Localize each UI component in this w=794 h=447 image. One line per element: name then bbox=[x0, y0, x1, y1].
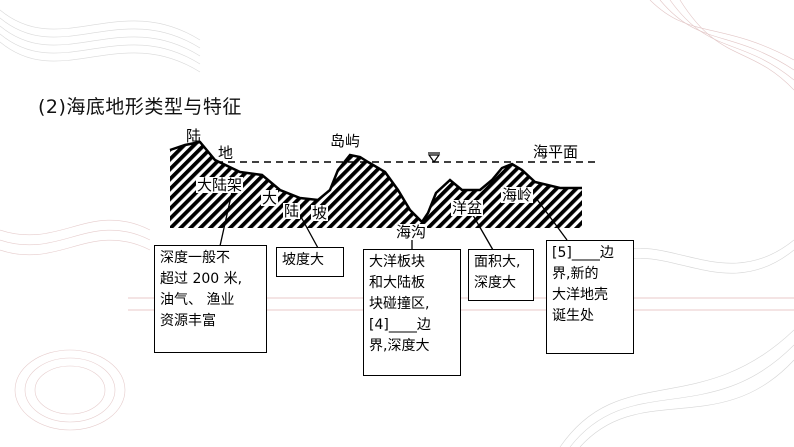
label-continental-shelf: 大陆架 bbox=[196, 176, 244, 194]
section-heading: (2)海底地形类型与特征 bbox=[38, 96, 242, 118]
box-line: 和大陆板 bbox=[369, 275, 425, 291]
box-continental-shelf: 深度一般不 超过 200 米, 油气、 渔业 资源丰富 bbox=[154, 245, 267, 353]
label-land-1: 陆 bbox=[186, 127, 202, 145]
box-line: [4]____边 bbox=[369, 317, 431, 333]
box-ocean-basin: 面积大, 深度大 bbox=[468, 249, 534, 301]
box-line: 超过 200 米, bbox=[160, 271, 243, 287]
label-island: 岛屿 bbox=[330, 132, 361, 150]
label-ocean-basin: 洋盆 bbox=[451, 199, 484, 217]
box-ocean-ridge: [5]____边 界,新的 大洋地壳 诞生处 bbox=[546, 240, 634, 354]
label-slope-1: 大 bbox=[261, 189, 279, 207]
box-line: 诞生处 bbox=[552, 308, 594, 324]
box-line: 大洋板块 bbox=[369, 254, 425, 270]
box-line: 坡度大 bbox=[282, 252, 324, 268]
label-ocean-ridge: 海岭 bbox=[501, 186, 534, 204]
label-trench: 海沟 bbox=[395, 223, 428, 241]
label-land-2: 地 bbox=[218, 144, 234, 162]
seafloor-profile-line bbox=[169, 140, 582, 224]
box-line: 界,深度大 bbox=[369, 338, 430, 354]
label-sea-level: 海平面 bbox=[533, 143, 579, 161]
box-line: 大洋地壳 bbox=[552, 287, 608, 303]
ribbon-top-left bbox=[0, 9, 201, 73]
box-line: 面积大, bbox=[474, 254, 521, 270]
sea-level-marker-icon bbox=[427, 152, 441, 164]
box-line: 界,新的 bbox=[552, 266, 599, 282]
box-line: 资源丰富 bbox=[160, 313, 216, 329]
box-line: 油气、 渔业 bbox=[160, 292, 235, 308]
box-line: [5]____边 bbox=[552, 245, 614, 261]
box-line: 深度一般不 bbox=[160, 250, 230, 266]
label-slope-3: 坡 bbox=[311, 204, 329, 222]
box-line: 块碰撞区, bbox=[369, 296, 430, 312]
box-line: 深度大 bbox=[474, 275, 516, 291]
ribbon-top-right bbox=[649, 0, 794, 91]
box-continental-slope: 坡度大 bbox=[276, 247, 344, 277]
label-slope-2: 陆 bbox=[283, 202, 301, 220]
box-ocean-trench: 大洋板块 和大陆板 块碰撞区, [4]____边 界,深度大 bbox=[363, 249, 461, 376]
ribbon-bottom-left bbox=[0, 219, 151, 431]
